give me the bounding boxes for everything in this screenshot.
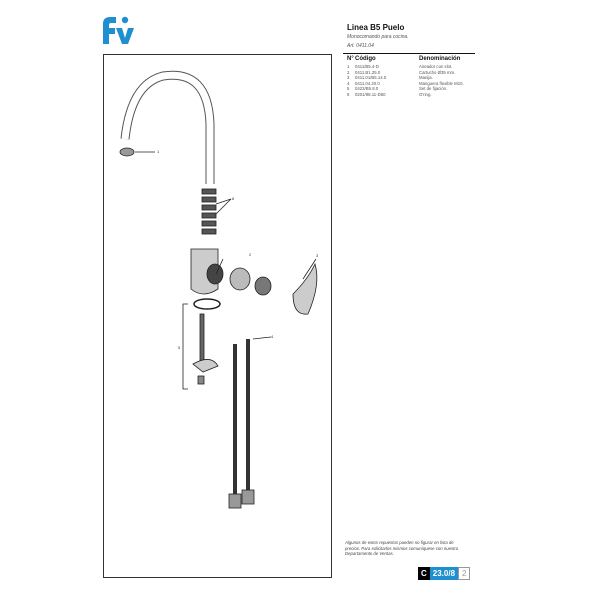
- callout-5: 5: [178, 345, 181, 350]
- exploded-parts-diagram: [119, 70, 318, 509]
- cell-name: Manija.: [419, 75, 433, 80]
- orings-stack: [201, 188, 217, 235]
- table-row: 4 0411.04.20.0 Manguera flexible M10.: [347, 81, 464, 87]
- cell-code: 0411.B1.25.0: [355, 69, 381, 75]
- ref-letter: C: [418, 567, 430, 580]
- cell-num: 5: [347, 86, 350, 91]
- cell-num: 4: [347, 80, 350, 86]
- cell-code: 0411.01/B5.14.0: [355, 75, 387, 80]
- cell-name: Aireador con slot.: [419, 64, 453, 69]
- cell-num: 3: [347, 75, 350, 80]
- diagram-frame: [103, 54, 332, 578]
- parts-table: N° Código Denominación 1 0411/B5.4-D Airea…: [347, 56, 464, 97]
- handle: [292, 262, 318, 315]
- cell-name: Set de fijación.: [419, 86, 448, 91]
- table-row: 1 0411/B5.4-D Aireador con slot.: [347, 64, 464, 70]
- cell-code: 0411.04.20.0: [355, 80, 380, 86]
- divider: [343, 53, 475, 54]
- footer-note: Algunos de estos repuestos pueden no fig…: [345, 540, 459, 556]
- page-reference: C 23.0/8 2: [418, 567, 471, 580]
- cell-code: 0201/98.11-D50: [355, 91, 386, 97]
- callout-3: 3: [316, 253, 319, 258]
- cartridge: [229, 267, 251, 291]
- page-number: 2: [458, 567, 471, 580]
- cell-num: 2: [347, 69, 350, 75]
- brand-logo: [103, 16, 134, 44]
- ref-number: 23.0/8: [429, 567, 459, 580]
- callout-6: 6: [232, 196, 235, 201]
- col-code: Código: [355, 56, 376, 62]
- cell-code: 0411/B5.4-D: [355, 64, 379, 69]
- callout-2: 2: [249, 252, 252, 257]
- table-row: 3 0411.01/B5.14.0 Manija.: [347, 75, 464, 81]
- product-subtitle: Monocomando para cocina.: [347, 34, 409, 40]
- table-row: 6 0201/98.11-D50 O'ring.: [347, 92, 464, 98]
- table-row: 5 0423/B5.8.0 Set de fijación.: [347, 86, 464, 92]
- callout-4: 4: [271, 334, 274, 339]
- cell-code: 0423/B5.8.0: [355, 86, 379, 91]
- cell-name: Cartucho Ø35 mm.: [419, 69, 456, 75]
- aerator: [119, 147, 135, 157]
- cell-num: 6: [347, 91, 350, 97]
- cell-name: O'ring.: [419, 91, 432, 97]
- cell-name: Manguera flexible M10.: [419, 80, 464, 86]
- cell-num: 1: [347, 64, 350, 69]
- table-row: 2 0411.B1.25.0 Cartucho Ø35 mm.: [347, 70, 464, 76]
- callout-1: 1: [157, 149, 160, 154]
- col-num: N°: [347, 56, 354, 62]
- product-title: Linea B5 Puelo: [347, 23, 405, 32]
- col-name: Denominación: [419, 56, 461, 62]
- flexible-hoses: [233, 339, 250, 494]
- fixing-rod: [199, 313, 205, 365]
- article-number: Art. 0411.04: [347, 43, 374, 49]
